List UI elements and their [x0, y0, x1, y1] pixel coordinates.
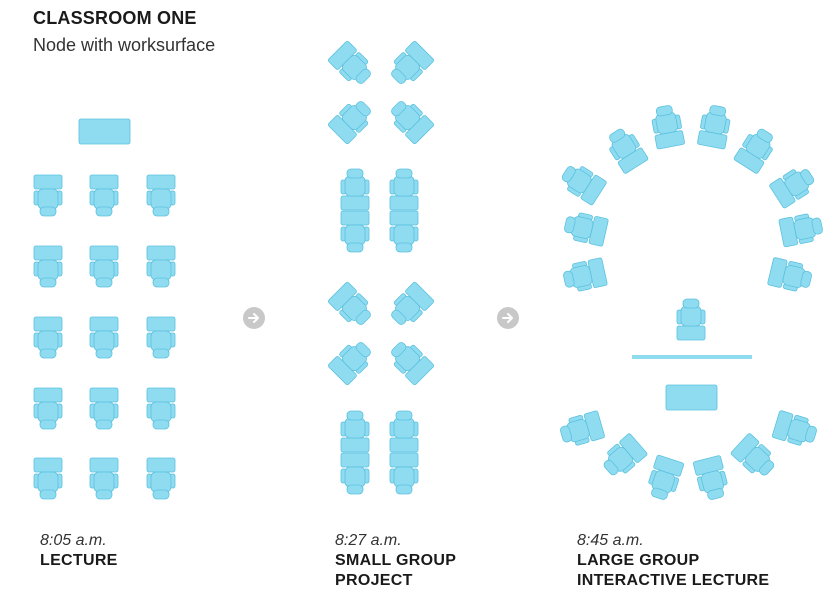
whiteboard-icon	[632, 355, 752, 359]
caption-label: LECTURE	[40, 552, 118, 569]
chair-with-worksurface-icon	[648, 454, 685, 500]
caption-time: 8:45 a.m.	[577, 532, 644, 549]
chair-with-worksurface-icon	[33, 387, 63, 430]
caption-small-group: 8:27 a.m. SMALL GROUP PROJECT	[335, 531, 456, 591]
chair-with-worksurface-icon	[146, 174, 176, 217]
chair-with-worksurface-icon	[563, 257, 608, 292]
chair-with-worksurface-icon	[778, 213, 823, 248]
caption-lecture: 8:05 a.m. LECTURE	[40, 531, 118, 571]
chair-with-worksurface-icon	[146, 316, 176, 359]
chair-with-worksurface-icon	[676, 298, 706, 341]
chair-with-worksurface-icon	[391, 101, 435, 145]
chair-with-worksurface-icon	[391, 281, 435, 325]
caption-large-group: 8:45 a.m. LARGE GROUP INTERACTIVE LECTUR…	[577, 531, 769, 591]
caption-label: SMALL GROUP	[335, 552, 457, 569]
instructor-table-icon	[665, 384, 718, 411]
caption-label: PROJECT	[335, 572, 413, 589]
chair-with-worksurface-icon	[561, 166, 607, 206]
caption-label: LARGE GROUP	[577, 552, 700, 569]
chair-with-worksurface-icon	[340, 410, 370, 453]
chair-with-worksurface-icon	[697, 105, 731, 150]
chair-with-worksurface-icon	[389, 210, 419, 253]
chair-with-worksurface-icon	[389, 168, 419, 211]
chair-with-worksurface-icon	[327, 101, 371, 145]
chair-with-worksurface-icon	[389, 452, 419, 495]
chair-with-worksurface-icon	[767, 257, 812, 292]
chair-with-worksurface-icon	[564, 212, 609, 247]
chair-with-worksurface-icon	[33, 174, 63, 217]
chair-with-worksurface-icon	[327, 40, 371, 84]
arrow-right-icon	[497, 307, 519, 329]
caption-label: INTERACTIVE LECTURE	[577, 572, 770, 589]
chair-with-worksurface-icon	[651, 105, 685, 150]
chair-with-worksurface-icon	[391, 342, 435, 386]
chair-with-worksurface-icon	[340, 168, 370, 211]
lecture-layout	[33, 118, 176, 500]
chair-with-worksurface-icon	[327, 342, 371, 386]
chair-with-worksurface-icon	[89, 245, 119, 288]
chair-with-worksurface-icon	[146, 387, 176, 430]
chair-with-worksurface-icon	[340, 210, 370, 253]
chair-with-worksurface-icon	[693, 455, 728, 500]
transition-arrows	[243, 307, 519, 329]
caption-time: 8:27 a.m.	[335, 532, 402, 549]
chair-with-worksurface-icon	[391, 40, 435, 84]
chair-with-worksurface-icon	[33, 457, 63, 500]
chair-with-worksurface-icon	[603, 433, 648, 476]
small-group-layout	[327, 40, 435, 495]
page-subtitle: Node with worksurface	[33, 35, 216, 55]
large-group-layout	[560, 105, 823, 500]
chair-with-worksurface-icon	[389, 410, 419, 453]
chair-with-worksurface-icon	[89, 387, 119, 430]
chair-with-worksurface-icon	[769, 169, 815, 209]
chair-with-worksurface-icon	[730, 433, 775, 476]
chair-with-worksurface-icon	[33, 245, 63, 288]
instructor-table-icon	[78, 118, 131, 145]
chair-with-worksurface-icon	[733, 128, 773, 174]
chair-with-worksurface-icon	[89, 174, 119, 217]
chair-with-worksurface-icon	[609, 128, 649, 174]
caption-time: 8:05 a.m.	[40, 532, 107, 549]
chair-with-worksurface-icon	[560, 410, 605, 446]
chair-with-worksurface-icon	[33, 316, 63, 359]
chair-with-worksurface-icon	[327, 281, 371, 325]
chair-with-worksurface-icon	[146, 457, 176, 500]
chair-with-worksurface-icon	[146, 245, 176, 288]
chair-with-worksurface-icon	[89, 457, 119, 500]
chair-with-worksurface-icon	[89, 316, 119, 359]
page-title: CLASSROOM ONE	[33, 8, 197, 28]
chair-with-worksurface-icon	[771, 410, 817, 446]
chair-with-worksurface-icon	[340, 452, 370, 495]
arrow-right-icon	[243, 307, 265, 329]
